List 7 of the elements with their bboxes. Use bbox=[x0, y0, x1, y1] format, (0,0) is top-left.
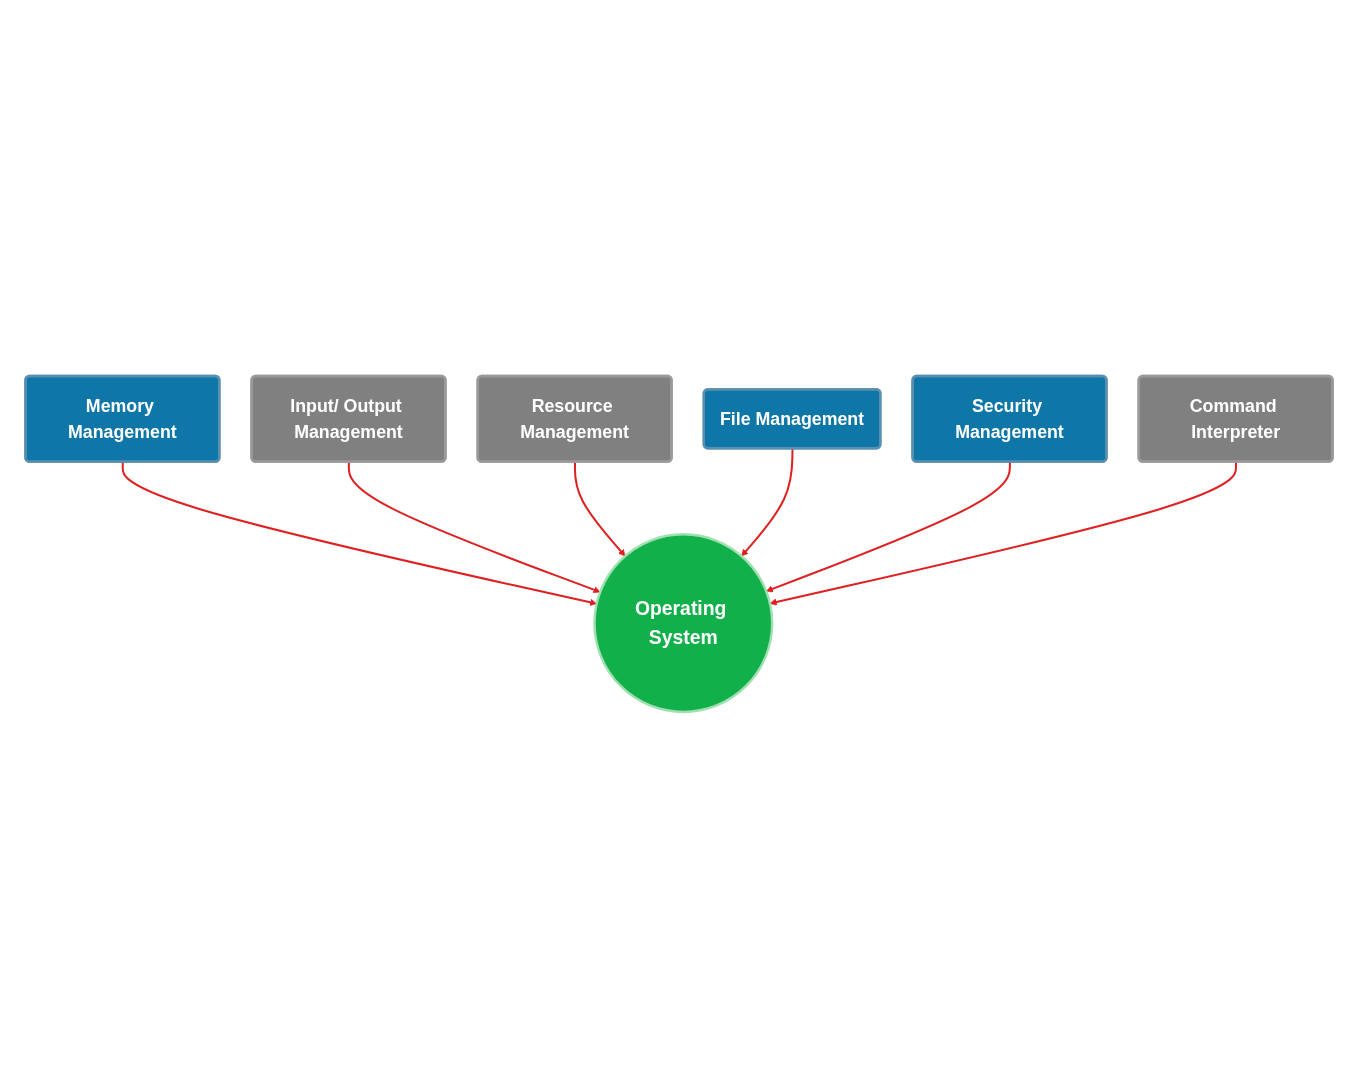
arrow bbox=[765, 462, 1011, 593]
arrow bbox=[347, 462, 601, 594]
node-circle: Operating System bbox=[593, 533, 774, 714]
arrow bbox=[121, 462, 597, 606]
arrow bbox=[769, 462, 1238, 606]
arrow bbox=[573, 462, 626, 557]
arrow bbox=[741, 448, 794, 557]
